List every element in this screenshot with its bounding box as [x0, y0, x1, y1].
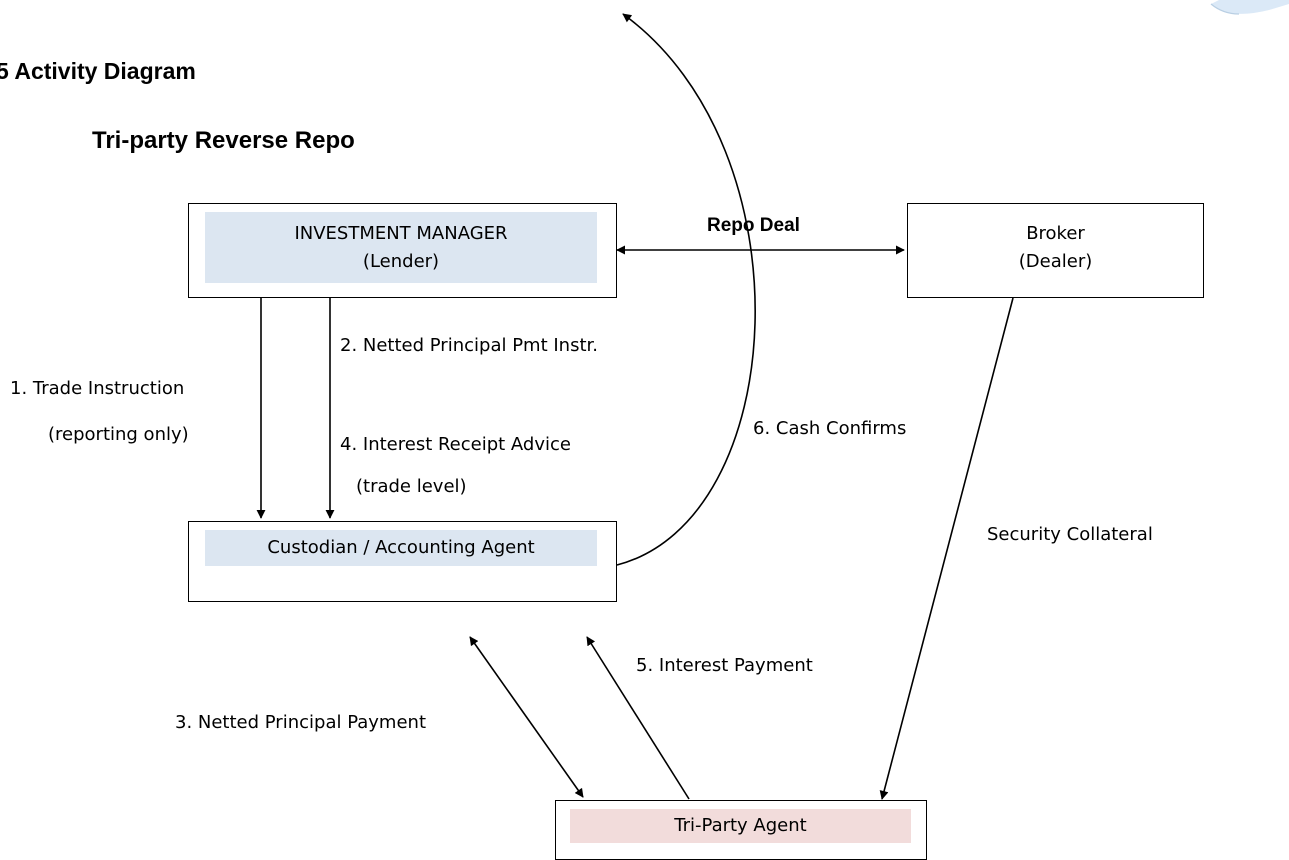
investment-manager-role: (Lender) [362, 251, 440, 272]
section-heading: 5 Activity Diagram [0, 58, 196, 84]
tri-party-agent-title: Tri-Party Agent [674, 815, 807, 836]
interest-payment-arrow [586, 636, 690, 800]
cash-confirms-label: 6. Cash Confirms [753, 418, 907, 439]
interest-advice-note: (trade level) [356, 476, 467, 497]
logo-fragment [1210, 0, 1289, 15]
trade-instruction-label: 1. Trade Instruction [10, 378, 185, 399]
broker-label: Broker (Dealer) [908, 220, 1203, 280]
tri-party-agent-label: Tri-Party Agent [570, 809, 911, 843]
cash-confirms-arrow [616, 13, 756, 566]
broker-node: Broker (Dealer) [907, 203, 1204, 298]
security-collateral-label: Security Collateral [987, 524, 1153, 545]
investment-manager-title: INVESTMENT MANAGER [294, 223, 508, 244]
trade-instruction-note: (reporting only) [48, 424, 189, 445]
repo-deal-label: Repo Deal [707, 215, 800, 236]
broker-role: (Dealer) [1018, 251, 1093, 272]
netted-payment-label: 3. Netted Principal Payment [175, 712, 426, 733]
security-collateral-arrow [879, 297, 1014, 800]
custodian-title: Custodian / Accounting Agent [267, 537, 535, 558]
broker-title: Broker [1026, 223, 1085, 244]
netted-payment-arrow [469, 636, 584, 798]
custodian-label: Custodian / Accounting Agent [205, 530, 597, 566]
netted-instr-label: 2. Netted Principal Pmt Instr. [340, 335, 598, 356]
custodian-node: Custodian / Accounting Agent [188, 521, 617, 602]
interest-payment-label: 5. Interest Payment [636, 655, 813, 676]
tri-party-agent-node: Tri-Party Agent [555, 800, 927, 860]
diagram-connectors [256, 13, 1014, 800]
diagram-title: Tri-party Reverse Repo [92, 127, 355, 154]
interest-advice-label: 4. Interest Receipt Advice [340, 434, 571, 455]
investment-manager-label: INVESTMENT MANAGER (Lender) [205, 212, 597, 283]
investment-manager-node: INVESTMENT MANAGER (Lender) [188, 203, 617, 298]
